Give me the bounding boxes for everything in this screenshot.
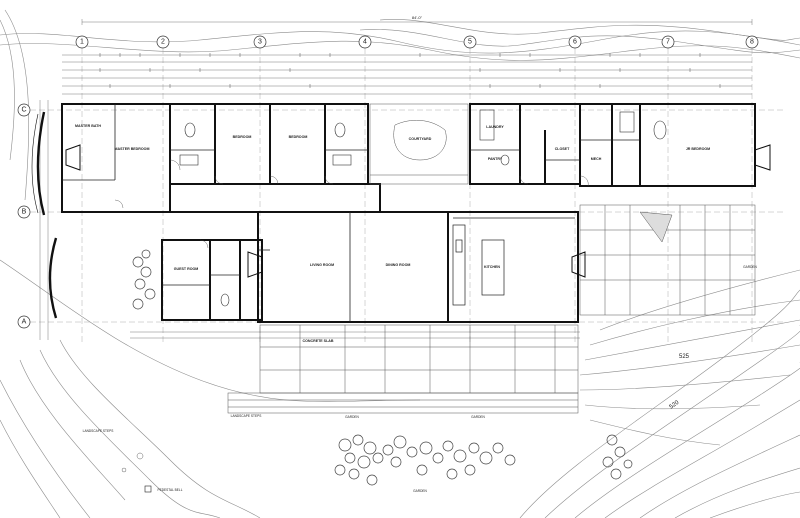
room-label-garden-left: GARDEN (345, 415, 359, 419)
grid-label-4: 4 (363, 39, 367, 46)
dimension-ticks (99, 53, 721, 88)
concrete-slab-terrace (227, 324, 579, 414)
room-label-dining-room: DINING ROOM (386, 263, 411, 267)
door-swings (114, 159, 589, 249)
room-label-pantry: PANTRY (488, 157, 503, 161)
kitchen-fixtures (452, 217, 575, 306)
contour-label-525: 525 (679, 354, 690, 360)
contour-labels: 525 520 (669, 354, 690, 411)
room-label-mech: MECH (591, 157, 602, 161)
structural-grid (30, 48, 785, 345)
grid-label-c: C (21, 107, 26, 114)
grid-label-2: 2 (161, 39, 165, 46)
terrain-contours (0, 9, 800, 518)
dimension-lines (39, 19, 753, 340)
grid-bubble-labels: 1 2 3 4 5 6 7 8 C B A (21, 39, 754, 326)
grid-label-a: A (22, 319, 27, 326)
room-label-living-room: LIVING ROOM (310, 263, 334, 267)
grid-label-7: 7 (666, 39, 670, 46)
room-label-courtyard: COURTYARD (409, 137, 432, 141)
room-label-bedroom-2: BEDROOM (289, 135, 308, 139)
building-walls (61, 103, 756, 323)
room-label-kitchen: KITCHEN (484, 265, 500, 269)
pedestal-bell-label: PEDESTAL BELL (158, 488, 183, 492)
site-curved-wall (31, 111, 58, 319)
contour-label-520: 520 (669, 399, 681, 410)
room-label-landscape-steps-center: LANDSCAPE STEPS (231, 414, 262, 418)
east-terrace (579, 204, 756, 316)
grid-label-b: B (22, 209, 27, 216)
room-label-garden-bottom: GARDEN (413, 489, 427, 493)
room-label-bedroom-1: BEDROOM (233, 135, 252, 139)
room-label-guest-room: GUEST ROOM (174, 267, 199, 271)
courtyard-area (369, 103, 469, 185)
shrub-cluster-bottom (334, 434, 516, 486)
room-label-garden-east: GARDEN (743, 265, 757, 269)
grid-label-3: 3 (258, 39, 262, 46)
shrub-cluster-right (602, 434, 633, 480)
bath-fixtures (179, 109, 667, 307)
grid-label-8: 8 (750, 39, 754, 46)
grid-bubbles (17, 35, 759, 329)
shrub-cluster-left (132, 249, 156, 310)
site-tree (121, 452, 144, 473)
grid-label-5: 5 (468, 39, 472, 46)
room-label-closet: CLOSET (555, 147, 570, 151)
room-label-concrete-slab: CONCRETE SLAB (303, 339, 334, 343)
room-label-jr-bedroom: JR BEDROOM (686, 147, 710, 151)
fireplaces (65, 144, 771, 278)
room-labels: MASTER BATH MASTER BEDROOM BEDROOM BEDRO… (75, 124, 757, 493)
interior-partitions (62, 104, 640, 322)
pedestal-bell-symbol: PEDESTAL BELL (144, 485, 183, 493)
grid-label-1: 1 (80, 39, 84, 46)
room-label-landscape-steps-left: LANDSCAPE STEPS (83, 429, 114, 433)
grid-label-6: 6 (573, 39, 577, 46)
overall-dimension: 84'-0" (412, 15, 423, 20)
room-label-master-bedroom: MASTER BEDROOM (115, 147, 150, 151)
room-label-garden-right: GARDEN (471, 415, 485, 419)
room-label-laundry: LAUNDRY (486, 125, 504, 129)
room-label-master-bath: MASTER BATH (75, 124, 101, 128)
